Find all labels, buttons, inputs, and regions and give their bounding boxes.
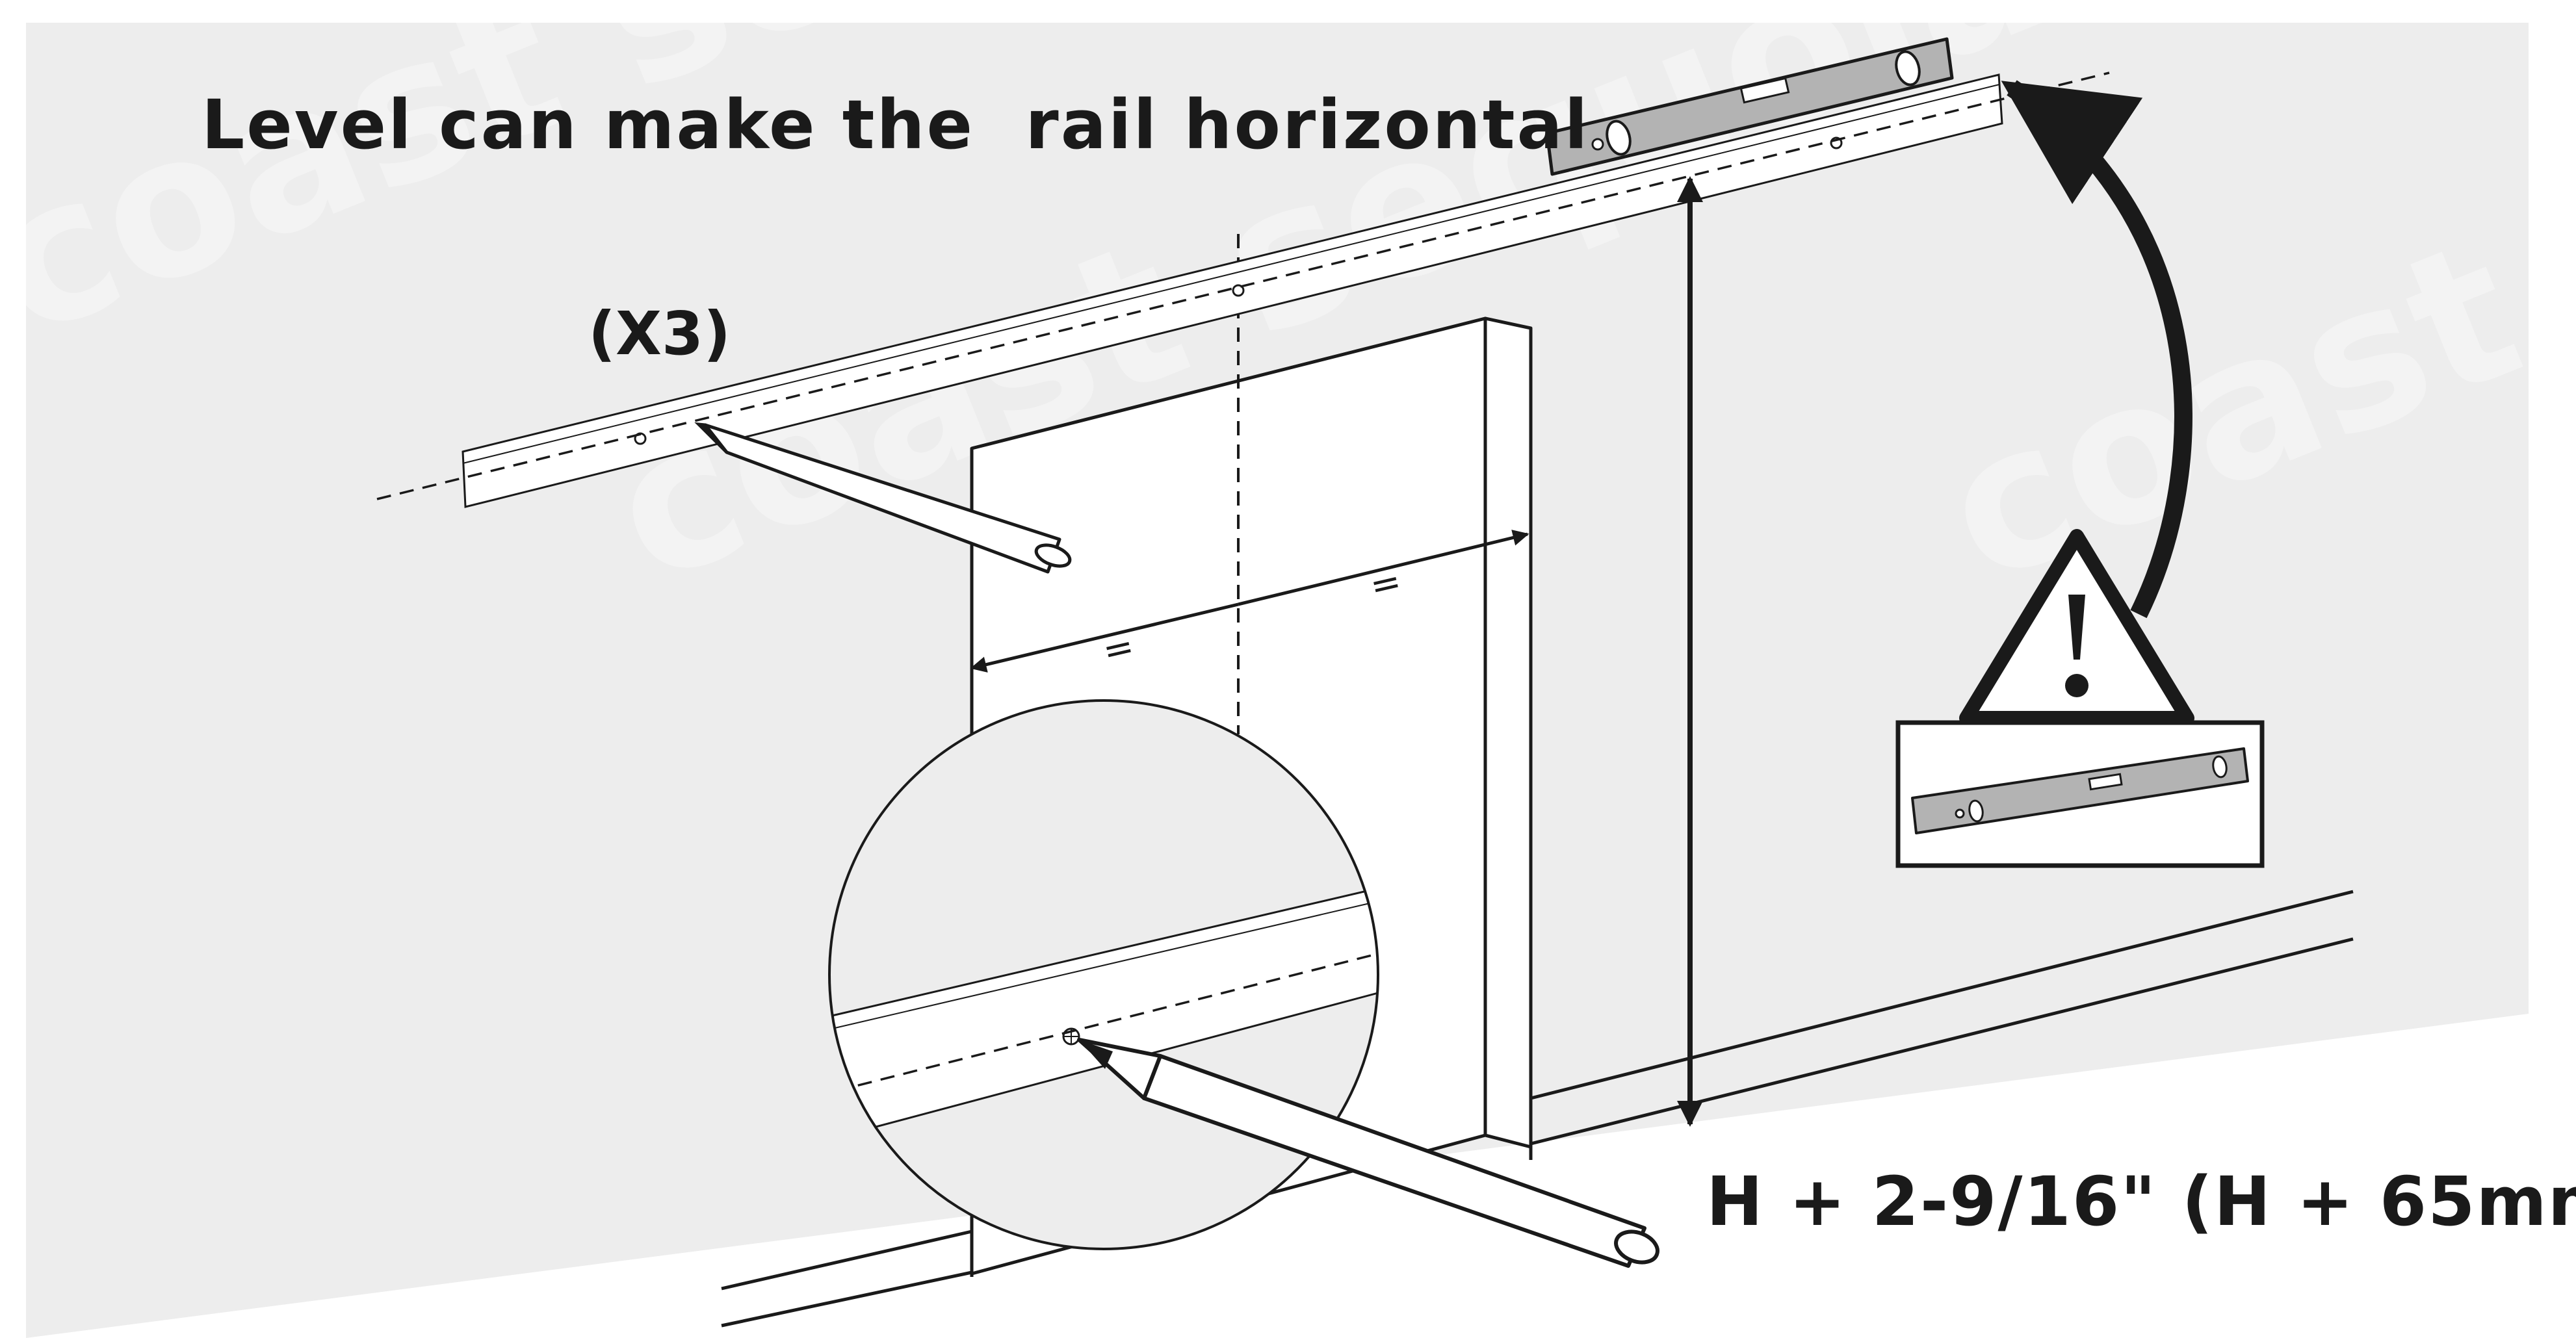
level-inset [1895, 720, 2265, 868]
baseboard [721, 890, 2354, 1328]
quantity-label: (X3) [588, 299, 731, 368]
height-label: H + 2-9/16" (H + 65mm ) [1706, 1162, 2576, 1241]
equal-distance-arrows: = = [970, 530, 1529, 673]
title: Level can make the rail horizontal [202, 85, 1589, 164]
pencil-icon [694, 422, 1072, 574]
spirit-level-icon [1545, 37, 1954, 176]
pencil-icon [1077, 1038, 1659, 1268]
warning-icon [1959, 529, 2194, 725]
curved-arrow-icon [2001, 80, 2192, 619]
